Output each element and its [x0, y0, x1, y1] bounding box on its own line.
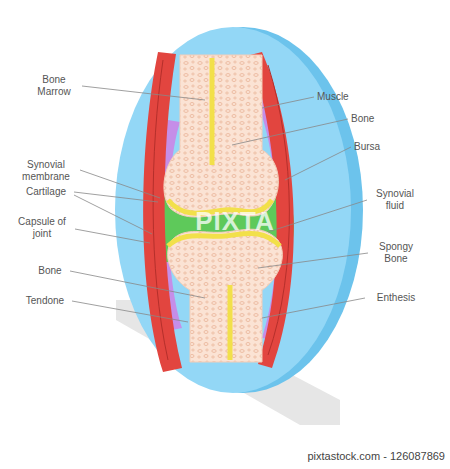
part-label: Bone Marrow [28, 74, 80, 98]
credit-text: pixtastock.com - 126087869 [245, 450, 445, 463]
part-label: Spongy Bone [369, 241, 423, 265]
part-label: Cartilage [18, 186, 74, 198]
part-label: Bursa [354, 141, 404, 153]
watermark: PIXTA [140, 206, 330, 237]
part-label: Muscle [317, 91, 367, 103]
part-label: Enthesis [366, 292, 426, 304]
part-label: Capsule of joint [10, 216, 74, 240]
part-label: Bone [351, 113, 401, 125]
part-label: Synovial fluid [368, 188, 422, 212]
part-label: Tendone [18, 295, 72, 307]
part-label: Synovial membrane [14, 159, 78, 183]
part-label: Bone [30, 265, 70, 277]
